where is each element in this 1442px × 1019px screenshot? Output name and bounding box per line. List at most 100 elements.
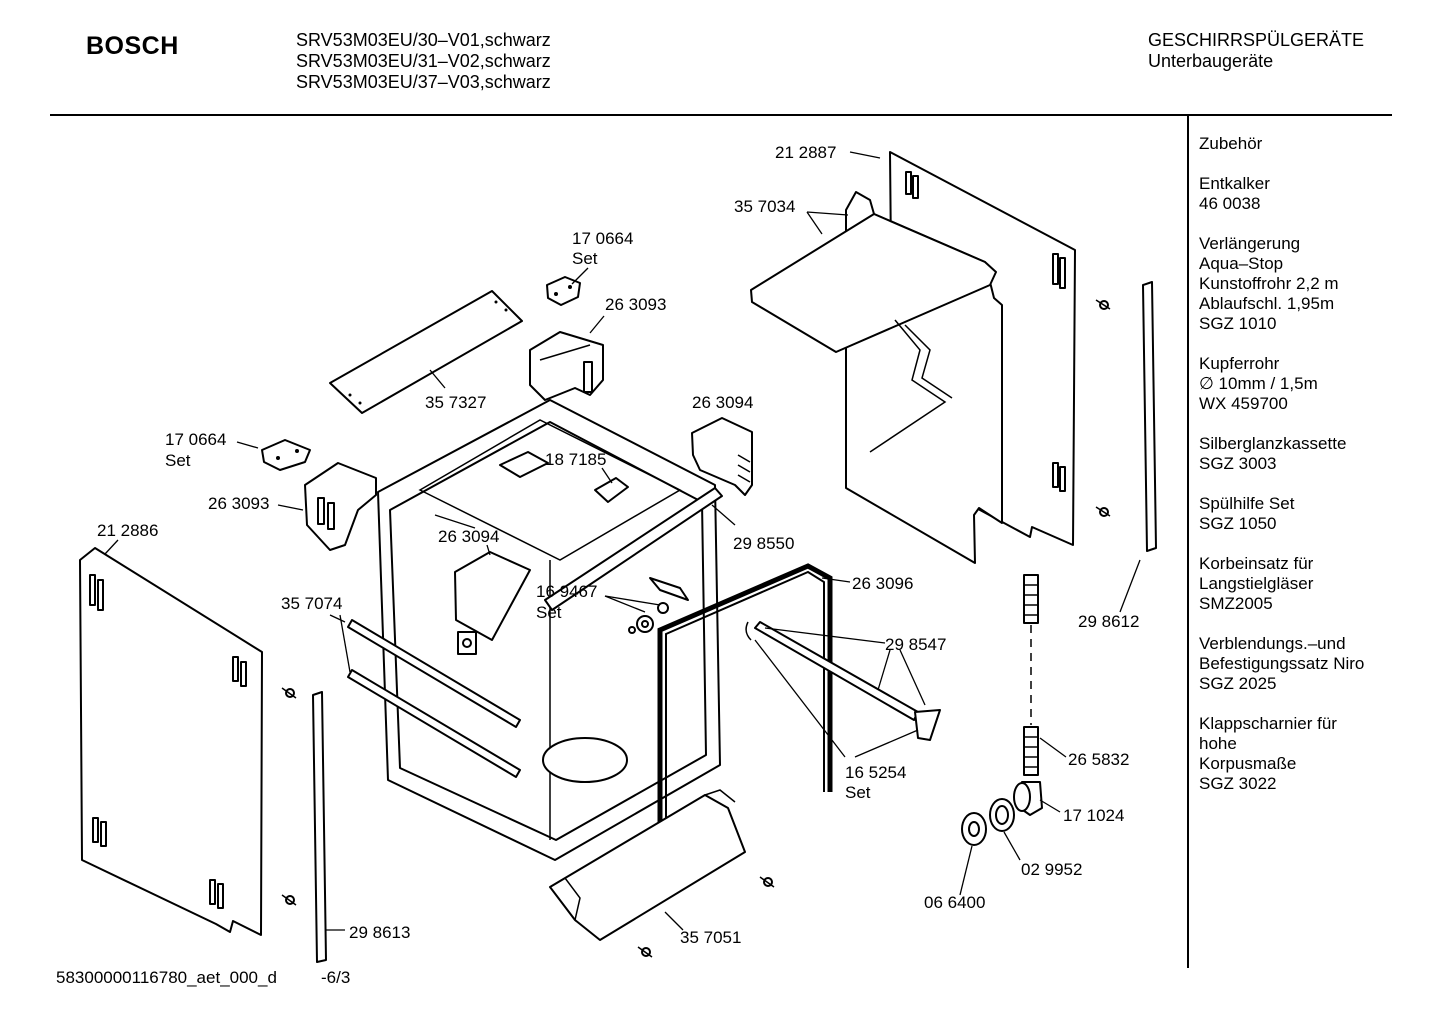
strut-set: [745, 621, 941, 741]
screw: [1095, 299, 1111, 310]
door-profile-right: [1142, 281, 1157, 552]
exploded-parts-drawing: 21 2887 35 7034 17 0664 Set 26 3093 35 7…: [79, 143, 1157, 963]
door-seal-strip: [544, 487, 723, 611]
accessory-item: Klappscharnier für hohe Korpusmaße SGZ 3…: [1199, 714, 1399, 794]
accessory-line: SMZ2005: [1199, 594, 1273, 613]
accessory-line: ∅ 10mm / 1,5m: [1199, 374, 1318, 393]
seal-washer: [961, 812, 987, 846]
accessory-line: Korbeinsatz für: [1199, 554, 1314, 573]
label-29-8547: 29 8547: [885, 635, 946, 654]
bracket-right-top: [691, 417, 753, 496]
hinge-set-left: [261, 439, 311, 471]
accessory-line: Verlängerung: [1199, 234, 1301, 253]
bracket-center: [454, 551, 531, 655]
label-26-3096: 26 3096: [852, 574, 913, 593]
accessory-line: SGZ 2025: [1199, 674, 1277, 693]
category-block: GESCHIRRSPÜLGERÄTE Unterbaugeräte: [1148, 30, 1364, 72]
accessory-line: Entkalker: [1199, 174, 1270, 193]
bracket-top: [529, 331, 604, 401]
door-profile-left: [312, 691, 327, 963]
accessory-item: Verblendungs.–und Befestigungssatz Niro …: [1199, 634, 1399, 694]
label-18-7185: 18 7185: [545, 450, 606, 469]
label-set-c: Set: [536, 603, 562, 622]
label-35-7034: 35 7034: [734, 197, 795, 216]
label-17-0664-left: 17 0664: [165, 430, 226, 449]
accessory-item: Verlängerung Aqua–Stop Kunstoffrohr 2,2 …: [1199, 234, 1399, 334]
screw: [1095, 506, 1111, 517]
category-subtitle: Unterbaugeräte: [1148, 51, 1274, 71]
rail-upper: [347, 619, 521, 728]
back-panel: [750, 191, 1003, 564]
accessory-line: SGZ 3022: [1199, 774, 1277, 793]
accessory-line: Verblendungs.–und: [1199, 634, 1346, 653]
accessory-item: Entkalker 46 0038: [1199, 174, 1399, 214]
accessory-line: 46 0038: [1199, 194, 1261, 213]
label-set-a: Set: [572, 249, 598, 268]
label-17-0664-top: 17 0664: [572, 229, 633, 248]
accessory-line: SGZ 1010: [1199, 314, 1277, 333]
accessory-line: Korpusmaße: [1199, 754, 1297, 773]
accessory-line: Silberglanzkassette: [1199, 434, 1347, 453]
elbow-connector: [1013, 781, 1043, 816]
screw: [759, 876, 775, 888]
label-26-3094-top: 26 3094: [692, 393, 753, 412]
accessory-line: Spülhilfe Set: [1199, 494, 1295, 513]
label-29-8550: 29 8550: [733, 534, 794, 553]
label-29-8613: 29 8613: [349, 923, 410, 942]
accessories-heading: Zubehör: [1199, 134, 1263, 153]
label-06-6400: 06 6400: [924, 893, 985, 912]
ring-nut: [989, 798, 1015, 832]
bracket-left: [304, 462, 377, 551]
label-21-2887: 21 2887: [775, 143, 836, 162]
screw: [637, 946, 653, 958]
model-line: SRV53M03EU/30–V01,schwarz: [296, 30, 551, 50]
brand-logo-text: BOSCH: [86, 32, 179, 60]
model-line: SRV53M03EU/37–V03,schwarz: [296, 72, 551, 92]
accessory-item: Spülhilfe Set SGZ 1050: [1199, 494, 1399, 534]
hinge-set-top: [546, 276, 581, 306]
page-number: -6/3: [321, 968, 351, 987]
accessory-line: SGZ 1050: [1199, 514, 1277, 533]
accessory-line: Langstielgläser: [1199, 574, 1314, 593]
small-parts-set: [628, 577, 689, 634]
label-26-3093-left: 26 3093: [208, 494, 269, 513]
accessory-line: hohe: [1199, 734, 1237, 753]
label-16-9467: 16 9467: [536, 582, 597, 601]
label-35-7327: 35 7327: [425, 393, 486, 412]
rail-lower: [347, 669, 521, 778]
label-02-9952: 02 9952: [1021, 860, 1082, 879]
cover-plate: [329, 290, 523, 414]
screw: [281, 894, 297, 906]
screw: [281, 687, 297, 699]
label-26-5832: 26 5832: [1068, 750, 1129, 769]
leader-lines: [104, 151, 1141, 931]
kick-plate: [548, 789, 746, 941]
accessory-line: Klappscharnier für: [1199, 714, 1337, 733]
accessory-line: Kunstoffrohr 2,2 m: [1199, 274, 1339, 293]
hose-connector: [1023, 574, 1039, 776]
accessory-item: Korbeinsatz für Langstielgläser SMZ2005: [1199, 554, 1399, 614]
label-set-d: Set: [845, 783, 871, 802]
side-panel-left: [79, 547, 263, 936]
category-title: GESCHIRRSPÜLGERÄTE: [1148, 30, 1365, 50]
door-frame-seal: [657, 563, 833, 880]
label-26-3094-center: 26 3094: [438, 527, 499, 546]
accessory-line: Befestigungssatz Niro: [1199, 654, 1365, 673]
label-set-b: Set: [165, 451, 191, 470]
label-35-7051: 35 7051: [680, 928, 741, 947]
model-list: SRV53M03EU/30–V01,schwarz SRV53M03EU/31–…: [296, 30, 551, 93]
accessory-item: Kupferrohr ∅ 10mm / 1,5m WX 459700: [1199, 354, 1399, 414]
accessory-item: Silberglanzkassette SGZ 3003: [1199, 434, 1399, 474]
accessory-line: SGZ 3003: [1199, 454, 1277, 473]
tub-frame: [377, 399, 721, 861]
document-code: 58300000116780_aet_000_d: [56, 968, 277, 987]
sidebar-divider: [1187, 116, 1189, 968]
accessory-line: Kupferrohr: [1199, 354, 1280, 373]
label-26-3093-top: 26 3093: [605, 295, 666, 314]
label-35-7074: 35 7074: [281, 594, 342, 613]
label-17-1024: 17 1024: [1063, 806, 1124, 825]
model-line: SRV53M03EU/31–V02,schwarz: [296, 51, 551, 71]
label-29-8612: 29 8612: [1078, 612, 1139, 631]
accessories-sidebar: Zubehör Entkalker 46 0038 Verlängerung A…: [1199, 134, 1399, 814]
accessory-line: Ablaufschl. 1,95m: [1199, 294, 1335, 313]
